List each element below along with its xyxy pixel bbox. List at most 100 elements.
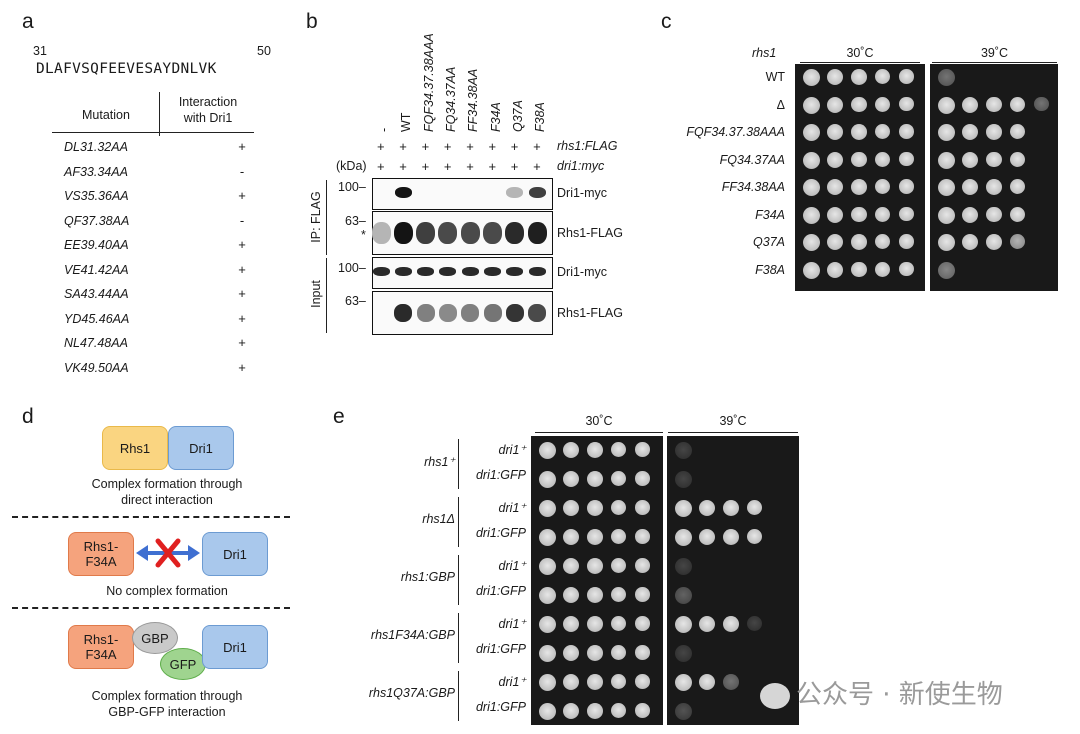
- colony-spot: [986, 206, 1002, 223]
- colony-spot: [635, 471, 650, 486]
- colony-spot: [899, 69, 914, 84]
- divider-dashed-2: [12, 607, 290, 609]
- sequence-end-number: 50: [257, 44, 271, 58]
- bracket-line: [458, 497, 459, 547]
- strain-label: Δ: [776, 97, 785, 112]
- colony-spot: [675, 529, 692, 546]
- colony-spot: [803, 179, 820, 196]
- input-label: Input: [309, 280, 323, 308]
- strain-label: Q37A: [753, 235, 785, 249]
- mutation-name: SA43.44AA: [64, 287, 129, 301]
- strain-group-label: rhs1⁺: [424, 455, 455, 469]
- colony-spot: [875, 96, 891, 112]
- mutation-name: VS35.36AA: [64, 189, 129, 203]
- interaction-result: +: [238, 310, 246, 326]
- colony-spot: [962, 234, 979, 251]
- panel-a-label: a: [22, 10, 34, 33]
- colony-spot: [587, 471, 603, 487]
- colony-spot: [986, 96, 1002, 113]
- band-label-input-rhs1: Rhs1-FLAG: [557, 306, 623, 320]
- colony-spot: [747, 616, 763, 632]
- bracket-line: [458, 439, 459, 489]
- marker-100-ip: 100–: [338, 180, 366, 194]
- colony-spot: [851, 96, 867, 113]
- mutation-name: NL47.48AA: [64, 336, 128, 350]
- plus-sign: +: [488, 139, 497, 154]
- lane-label: Q37A: [510, 100, 525, 132]
- mutation-name: EE39.40AA: [64, 238, 129, 252]
- rhs1-f34a-box: Rhs1- F34A: [68, 532, 134, 576]
- blot-band: [439, 267, 457, 276]
- colony-spot: [611, 703, 627, 719]
- colony-spot: [851, 179, 867, 195]
- colony-spot: [938, 151, 955, 169]
- bracket-line: [458, 613, 459, 663]
- plus-sign: +: [377, 139, 385, 154]
- caption-gbp-gfp: Complex formation through GBP-GFP intera…: [52, 688, 282, 720]
- colony-spot: [938, 69, 955, 86]
- colony-spot: [675, 645, 692, 662]
- plus-sign: +: [443, 159, 452, 174]
- strain-label: FQ34.37AA: [719, 152, 785, 167]
- colony-spot: [675, 587, 692, 604]
- colony-spot: [1010, 179, 1026, 195]
- colony-spot: [803, 206, 820, 224]
- dri1-plus-row: ++++++++: [370, 159, 550, 175]
- colony-spot: [938, 124, 955, 141]
- colony-spot: [962, 206, 979, 223]
- dri1-allele-label: dri1⁺: [498, 675, 526, 689]
- colony-spot: [635, 587, 650, 602]
- mutation-name: DL31.32AA: [64, 140, 128, 154]
- colony-spot: [962, 151, 979, 168]
- strain-label: F34A: [755, 207, 785, 222]
- colony-spot: [875, 69, 891, 85]
- plate-c-30c: [795, 64, 925, 291]
- blot-band: [528, 187, 546, 198]
- colony-spot: [803, 261, 820, 279]
- blot-band: [528, 304, 547, 322]
- plus-sign: +: [466, 139, 474, 154]
- bracket-line: [458, 671, 459, 721]
- colony-spot: [587, 442, 603, 458]
- caption-direct-interaction: Complex formation through direct interac…: [52, 476, 282, 508]
- colony-spot: [747, 500, 763, 516]
- colony-spot: [675, 471, 692, 488]
- c-temp-30-label: 30˚C: [846, 46, 874, 60]
- colony-spot: [851, 69, 867, 85]
- dri1-allele-label: dri1:GFP: [475, 642, 526, 656]
- colony-spot: [803, 96, 820, 114]
- gfp-oval: GFP: [160, 648, 206, 680]
- colony-spot: [986, 234, 1002, 250]
- peptide-sequence: DLAFVSQFEEVESAYDNLVK: [36, 61, 217, 77]
- table-header-interaction-line1: Interaction: [178, 95, 238, 109]
- dri1-allele-label: dri1:GFP: [475, 468, 526, 482]
- colony-spot: [851, 206, 867, 223]
- plus-sign: +: [399, 159, 407, 174]
- rhs1-column-title: rhs1: [752, 46, 777, 60]
- colony-spot: [539, 616, 556, 633]
- rhs1-f34a-line1: Rhs1-: [83, 539, 119, 554]
- colony-spot: [699, 529, 716, 546]
- table-row: SA43.44AA+: [52, 283, 282, 308]
- band-label-ip-dri1: Dri1-myc: [557, 186, 607, 200]
- table-row: EE39.40AA +: [52, 234, 282, 259]
- colony-spot: [899, 124, 914, 139]
- e-temp-30-rule: [535, 432, 663, 433]
- colony-spot: [611, 616, 627, 632]
- colony-spot: [563, 558, 580, 575]
- blot-band: [393, 222, 413, 244]
- colony-spot: [699, 500, 716, 517]
- colony-spot: [1010, 206, 1026, 222]
- colony-spot: [986, 179, 1002, 195]
- colony-spot: [875, 124, 891, 140]
- lane-label: FQ34.37AA: [443, 66, 458, 132]
- colony-spot: [675, 500, 692, 517]
- blot-band: [416, 304, 435, 322]
- interaction-result: +: [238, 237, 246, 252]
- table-row: NL47.48AA+: [52, 332, 282, 357]
- asterisk-marker: *: [361, 228, 366, 242]
- colony-spot: [539, 558, 556, 575]
- colony-spot: [827, 96, 844, 113]
- colony-spot: [539, 674, 556, 691]
- blot-band: [371, 222, 391, 244]
